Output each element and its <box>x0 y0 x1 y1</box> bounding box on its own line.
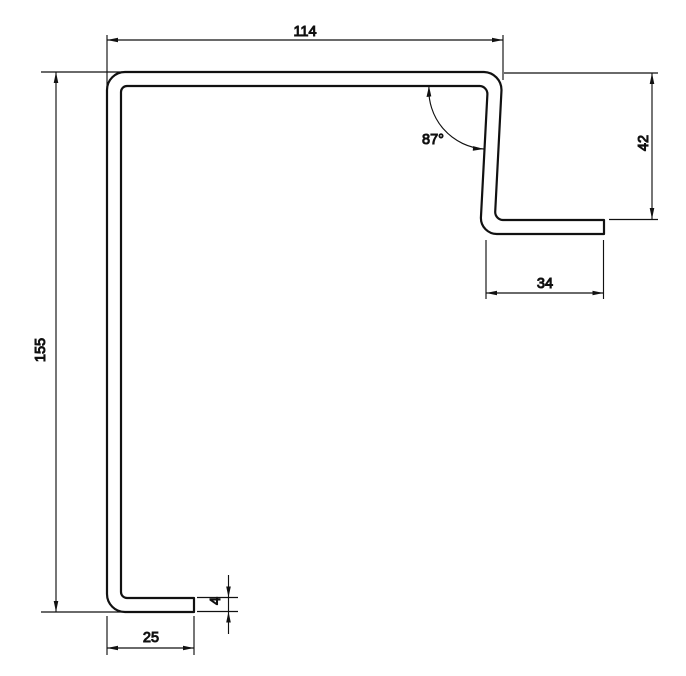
dim-label-top-width: 114 <box>293 24 316 40</box>
arrowhead-left-icon <box>486 290 497 296</box>
dim-right-flange: 34 <box>485 240 605 299</box>
dim-label-bend-angle: 87° <box>422 132 444 148</box>
dim-bend-angle: 87° <box>422 85 485 151</box>
arrowhead-up-icon <box>649 73 655 84</box>
arrowhead-up-icon <box>426 86 432 97</box>
dim-label-right-flange: 34 <box>537 276 553 292</box>
arrowhead-right-icon <box>183 645 194 651</box>
dim-right-height: 42 <box>504 72 658 221</box>
dim-top-width: 114 <box>106 24 504 93</box>
dim-bottom-flange: 25 <box>106 616 195 655</box>
profile-outline <box>105 70 606 614</box>
arrowhead-up-icon <box>226 611 231 623</box>
profile <box>105 70 606 614</box>
arrowhead-down-icon <box>649 208 655 219</box>
dim-left-height: 155 <box>33 71 130 613</box>
arrowhead-right-icon <box>492 37 503 43</box>
dim-label-right-height: 42 <box>636 135 652 151</box>
arrowhead-left-icon <box>107 37 118 43</box>
arrowhead-down-icon <box>226 586 231 598</box>
dim-label-bottom-flange: 25 <box>143 630 159 646</box>
arrowhead-right-icon <box>592 290 604 296</box>
arrowhead-right-icon <box>472 146 484 151</box>
arrowhead-up-icon <box>53 72 59 83</box>
angle-arc <box>428 85 485 150</box>
dim-label-thickness: 4 <box>208 597 224 605</box>
dim-thickness: 4 <box>197 575 238 634</box>
dim-label-left-height: 155 <box>33 338 49 362</box>
arrowhead-left-icon <box>107 645 118 651</box>
dimension-annotations: 114 155 42 34 <box>33 24 658 655</box>
arrowhead-down-icon <box>53 601 59 612</box>
